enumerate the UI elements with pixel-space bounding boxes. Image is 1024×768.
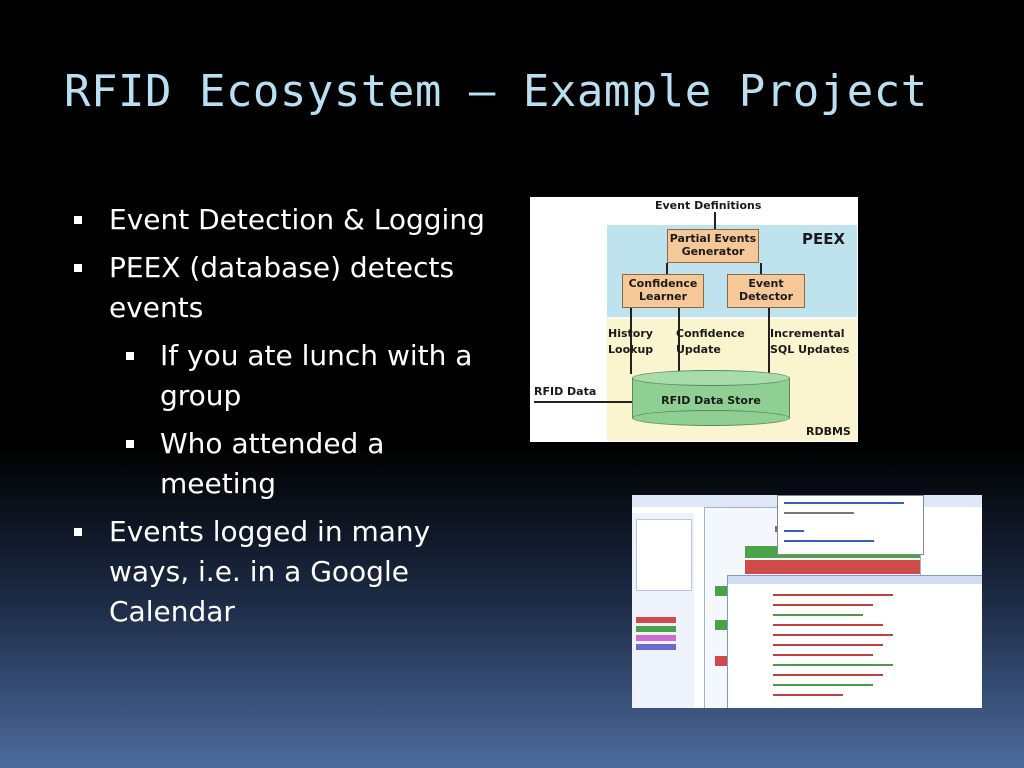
history-lookup-label: History Lookup: [608, 327, 654, 356]
slide-title: RFID Ecosystem – Example Project: [64, 66, 928, 117]
bullet-events-logged: Events logged in many ways, i.e. in a Go…: [72, 512, 502, 632]
mini-month: [636, 519, 692, 591]
arrow-sql: [768, 308, 770, 374]
arrow-to-learner: [666, 263, 668, 275]
peex-architecture-diagram: Event Definitions PEEX Partial Events Ge…: [530, 197, 858, 442]
partial-events-generator-box: Partial Events Generator: [667, 229, 759, 263]
rdbms-label: RDBMS: [806, 425, 851, 438]
rfid-data-store-cylinder: RFID Data Store: [632, 370, 790, 426]
confidence-learner-box: Confidence Learner: [622, 274, 704, 308]
confidence-update-label: Confidence Update: [676, 327, 745, 356]
arrow-confidence: [678, 308, 680, 374]
sub-bullet-lunch: If you ate lunch with a group: [72, 336, 502, 416]
event-detector-box: Event Detector: [727, 274, 805, 308]
google-calendar-screenshot: [632, 495, 982, 708]
incremental-sql-updates-label: Incremental SQL Updates: [770, 327, 850, 356]
rfid-data-label: RFID Data: [534, 385, 597, 398]
arrow-to-detector: [760, 263, 762, 275]
bullet-list: Event Detection & Logging PEEX (database…: [72, 200, 502, 640]
bullet-event-detection: Event Detection & Logging: [72, 200, 502, 240]
calendar-sidebar: [632, 513, 694, 708]
arrow-rfid-data: [534, 401, 632, 403]
rfid-data-store-label: RFID Data Store: [661, 394, 761, 407]
arrow-history: [630, 308, 632, 374]
event-popup: [777, 495, 924, 555]
calendar-agenda-list: [727, 575, 982, 708]
arrow-definitions-down: [714, 212, 716, 230]
sub-bullet-meeting: Who attended a meeting: [72, 424, 502, 504]
peex-label: PEEX: [802, 230, 846, 248]
bullet-peex: PEEX (database) detects events: [72, 248, 502, 328]
event-definitions-label: Event Definitions: [655, 199, 762, 212]
